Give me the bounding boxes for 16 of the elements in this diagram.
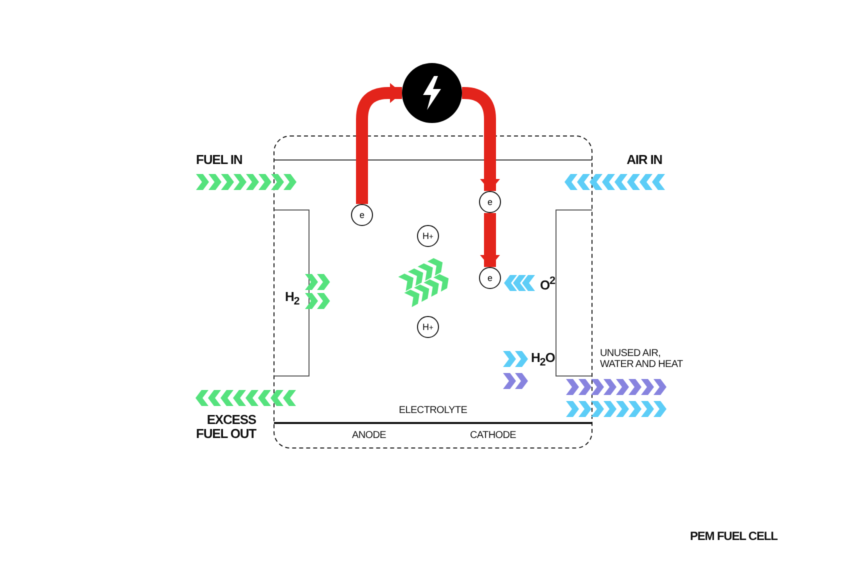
inlet-label: AIR IN: [626, 153, 662, 167]
particle-circle: e: [479, 191, 501, 213]
electrode-label: ANODE: [350, 431, 388, 442]
particle-circle: e: [351, 204, 373, 226]
layer-label: ELECTROLYTE: [398, 406, 468, 416]
inlet-label: FUEL IN: [196, 153, 242, 167]
current-arrow: [480, 213, 500, 267]
product-label: H$_{2}$O: [531, 351, 555, 369]
outlet-label: EXCESS FUEL OUT: [195, 413, 256, 440]
current-arrow: [356, 83, 402, 204]
electrode-label: CATHODE: [468, 431, 518, 442]
gas-label: H$_{2}$: [285, 290, 300, 308]
gas-label: O$^{2}$: [540, 276, 555, 292]
outlet-label: UNUSED AIR, WATER AND HEAT: [600, 349, 684, 370]
particle-circle: e: [479, 267, 501, 289]
caption: PEM FUEL CELL: [690, 530, 778, 543]
